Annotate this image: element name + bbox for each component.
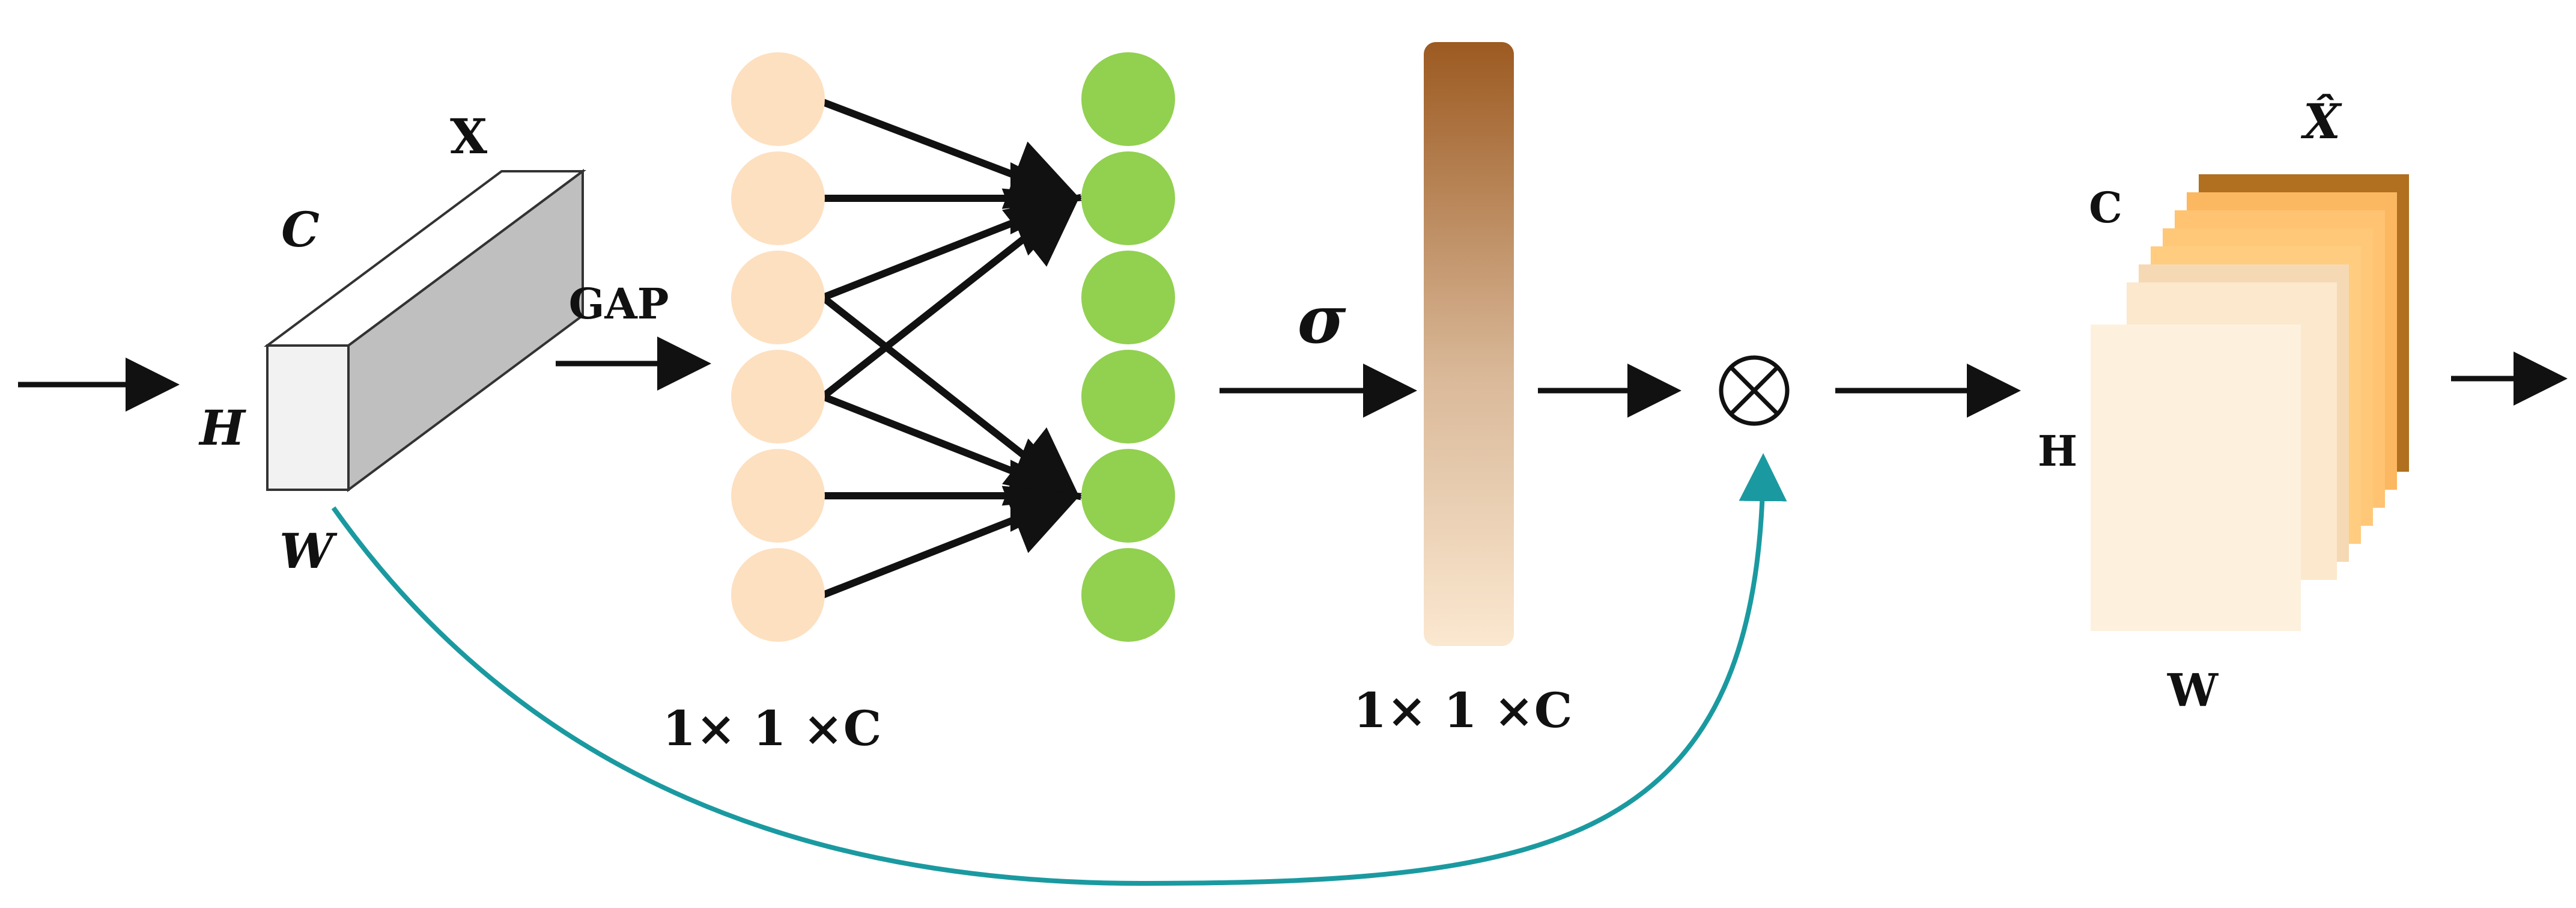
output-dim-c: C <box>2089 183 2122 233</box>
gap-neuron <box>731 548 825 642</box>
gap-neuron <box>731 350 825 443</box>
circled-times-icon <box>1719 355 1790 426</box>
gap-neuron <box>731 52 825 146</box>
output-tensor-stack <box>2091 174 2409 631</box>
fc-neuron <box>1081 449 1175 543</box>
skip-connection-curve <box>331 453 1787 886</box>
fc-neuron-column <box>1081 52 1175 642</box>
gap-neuron <box>731 449 825 543</box>
fc-connections <box>821 99 1083 599</box>
gap-neuron-column <box>731 52 825 642</box>
gap-label: GAP <box>569 279 669 329</box>
weights-dim-label: 1× 1 ×C <box>1353 682 1573 739</box>
output-dim-w: W <box>2167 664 2219 717</box>
input-dim-c: C <box>281 201 320 258</box>
output-dim-h: H <box>2038 426 2077 476</box>
input-tensor-cube <box>263 169 587 492</box>
fc-neuron <box>1081 548 1175 642</box>
output-tensor-label: X̂ <box>2300 93 2342 150</box>
input-dim-w: W <box>279 523 338 579</box>
fc-neuron <box>1081 350 1175 443</box>
fc-neuron <box>1081 251 1175 344</box>
gap-neuron <box>731 151 825 245</box>
channel-weights-bar <box>1424 42 1514 646</box>
fc-dim-label: 1× 1 ×C <box>663 700 882 757</box>
sigma-label: σ <box>1297 281 1346 358</box>
fc-neuron <box>1081 52 1175 146</box>
gap-neuron <box>731 251 825 344</box>
fc-neuron <box>1081 151 1175 245</box>
input-dim-h: H <box>198 400 246 456</box>
input-tensor-label: X <box>450 108 487 165</box>
